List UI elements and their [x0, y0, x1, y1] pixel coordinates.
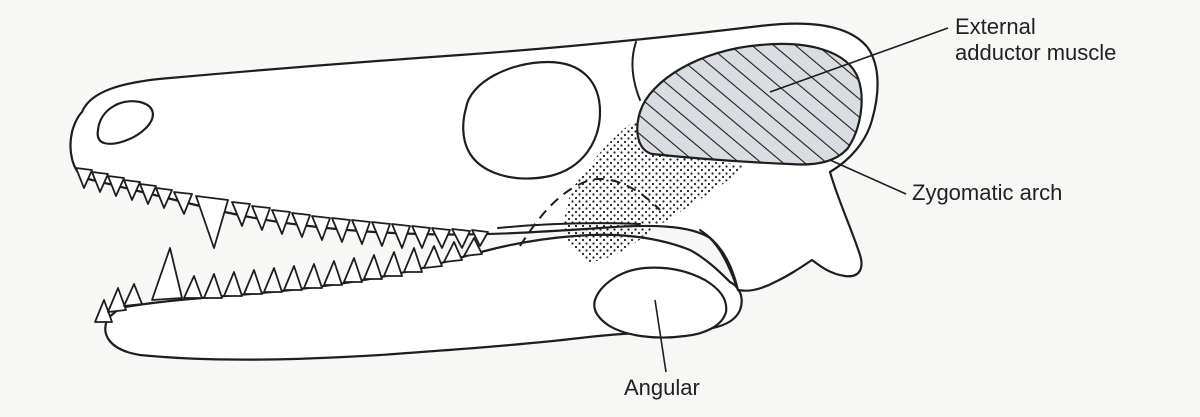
zygomatic-arch-label: Zygomatic arch: [912, 180, 1062, 206]
angular-label: Angular: [624, 375, 700, 401]
zygomatic-leader: [830, 160, 906, 194]
external-adductor-label-line1: External: [955, 14, 1116, 40]
external-adductor-label-line2: adductor muscle: [955, 40, 1116, 66]
external-adductor-label: External adductor muscle: [955, 14, 1116, 66]
